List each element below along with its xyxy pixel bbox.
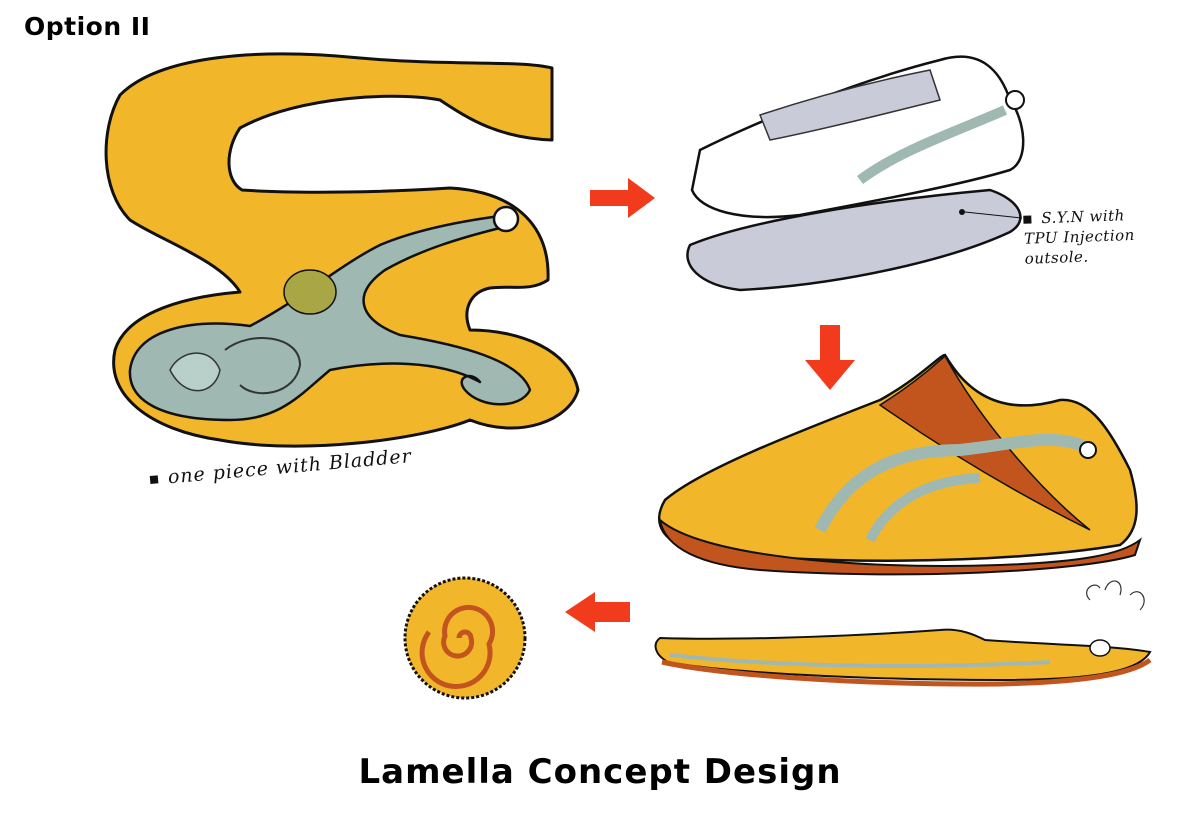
flat-sole-sketch [654,580,1152,687]
bullet-icon [149,475,159,484]
arrow-right [590,178,655,218]
page-title: Lamella Concept Design [358,752,842,792]
concept-sketch [104,52,1152,700]
unfolded-sole-sketch [104,52,580,448]
option-label: Option II [24,12,151,41]
bullet-icon [1023,215,1032,224]
white-shoe-sketch [686,55,1025,292]
outsole-note-line1: S.Y.N with [1041,206,1126,228]
outsole-note: S.Y.N with TPU Injection outsole. [1023,203,1185,269]
arrow-down [805,325,855,390]
arrow-left [565,592,630,632]
rolled-sole-sketch [403,576,527,700]
finished-shoe-sketch [658,353,1142,576]
